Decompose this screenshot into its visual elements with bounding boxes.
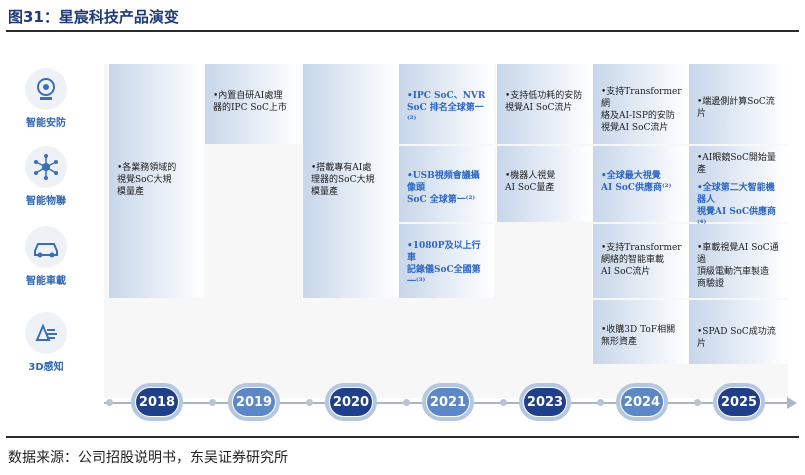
year-badge-2023: 2023 xyxy=(519,383,571,421)
row-label-vehicle: 智能車載 xyxy=(12,226,80,287)
timeline-arrow-icon xyxy=(787,397,797,409)
cell-2024-3d: •收購3D ToF相關無形資產 xyxy=(592,300,688,364)
title-divider xyxy=(6,30,799,32)
cell-2025-3d: •SPAD SoC成功流片 xyxy=(688,300,788,364)
cell-2025-vehicle: •車載視覺AI SoC通過頂級電動汽車製造商驗證 xyxy=(688,224,788,298)
cell-2019: •內置自研AI處理器的IPC SoC上市 xyxy=(204,64,300,144)
cell-2021-vehicle: •1080P及以上行車記錄儀SoC全國第一⁽³⁾ xyxy=(398,224,494,298)
iot-network-icon xyxy=(25,146,67,188)
figure-title: 图31：星宸科技产品演变 xyxy=(8,8,179,26)
timeline-dot xyxy=(106,399,113,406)
cell-2025-iot: •AI眼鏡SoC開始量產 •全球第二大智能機器人 視覺AI SoC供應商⁽⁴⁾ xyxy=(688,146,788,229)
row-label-iot: 智能物聯 xyxy=(12,146,80,207)
year-badge-2021: 2021 xyxy=(422,383,474,421)
row-label-text: 智能安防 xyxy=(26,118,66,129)
year-badge-2024: 2024 xyxy=(616,383,668,421)
cell-2018: •各業務領域的視覺SoC大規模量產 xyxy=(108,64,204,298)
year-badge-2025: 2025 xyxy=(713,383,765,421)
timeline-dot xyxy=(597,399,604,406)
row-label-text: 智能車載 xyxy=(26,276,66,287)
row-label-text: 3D感知 xyxy=(28,362,64,373)
footer-divider xyxy=(6,436,799,438)
data-source: 数据来源：公司招股说明书，东吴证券研究所 xyxy=(8,450,288,466)
timeline-dot xyxy=(500,399,507,406)
year-badge-2018: 2018 xyxy=(131,383,183,421)
timeline-dot xyxy=(209,399,216,406)
year-badge-2020: 2020 xyxy=(325,383,377,421)
timeline-dot xyxy=(694,399,701,406)
timeline-dot xyxy=(403,399,410,406)
3d-sensing-icon xyxy=(25,312,67,354)
row-label-3d: 3D感知 xyxy=(12,312,80,373)
timeline-dot xyxy=(306,399,313,406)
car-icon xyxy=(25,226,67,268)
cell-2024-security: •支持Transformer網絡及AI-ISP的安防視覺AI SoC流片 xyxy=(592,64,688,144)
security-camera-icon xyxy=(25,68,67,110)
row-label-text: 智能物聯 xyxy=(26,196,66,207)
cell-2025-security: •端邊側計算SoC流片 xyxy=(688,64,788,144)
year-badge-2019: 2019 xyxy=(228,383,280,421)
row-label-security: 智能安防 xyxy=(12,68,80,129)
cell-2020: •搭載專有AI處理器的SoC大規模量產 xyxy=(302,64,398,298)
cell-2023-security: •支持低功耗的安防視覺AI SoC流片 xyxy=(496,64,592,144)
